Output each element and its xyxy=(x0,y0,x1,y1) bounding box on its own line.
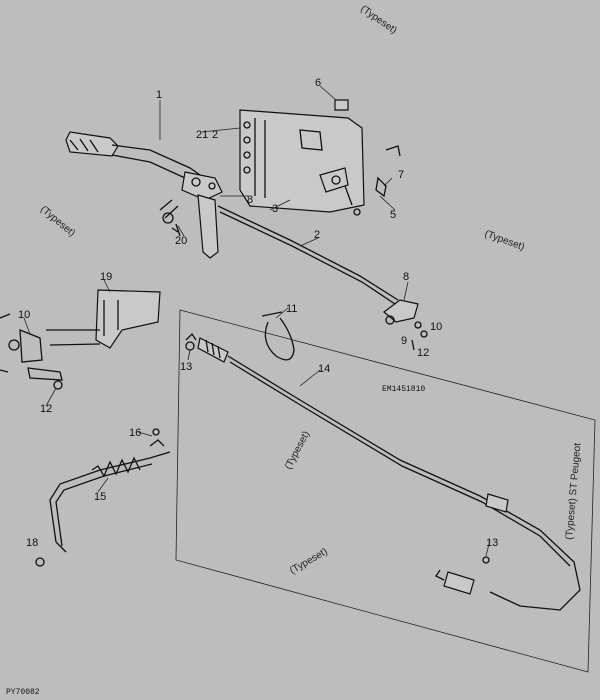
callout-6: 6 xyxy=(315,77,321,89)
callout-8: 8 xyxy=(247,194,253,206)
callout-2: 2 xyxy=(212,129,218,141)
callout-10b: 10 xyxy=(18,309,30,321)
ref-bottom: (Typeset) xyxy=(288,546,330,576)
callout-5: 5 xyxy=(390,209,396,221)
callout-12: 12 xyxy=(417,347,429,359)
callout-7: 7 xyxy=(398,169,404,181)
cable-panel xyxy=(175,309,596,673)
callout-19: 19 xyxy=(100,271,112,283)
callout-9: 9 xyxy=(401,335,407,347)
callout-20: 20 xyxy=(175,235,187,247)
mounting-bracket xyxy=(239,99,401,216)
callout-3: 3 xyxy=(272,203,278,215)
ref-right-upper: (Typeset) xyxy=(483,228,526,253)
footer-code: PY70082 xyxy=(6,688,40,697)
leader-lines xyxy=(23,85,491,557)
part-code-label: EM1451810 xyxy=(382,385,425,394)
brake-cable-upper xyxy=(217,205,428,351)
callout-21: 21 xyxy=(196,129,208,141)
ref-right-side: (Typeset) ST Peugeot xyxy=(564,442,583,540)
release-rod xyxy=(35,428,171,567)
brake-lever-assembly xyxy=(65,131,223,259)
brake-cable-lower xyxy=(185,332,581,611)
callout-8b: 8 xyxy=(403,271,409,283)
callout-12b: 12 xyxy=(40,403,52,415)
callout-11: 11 xyxy=(286,303,297,315)
callout-18: 18 xyxy=(26,537,38,549)
ref-top: (Typeset) xyxy=(358,3,398,36)
callout-13b: 13 xyxy=(486,537,498,549)
callout-1: 1 xyxy=(156,89,162,101)
ref-mid-cable: (Typeset) xyxy=(283,429,312,471)
callout-14: 14 xyxy=(318,363,330,375)
ref-left: (Typeset) xyxy=(38,204,77,239)
left-linkage xyxy=(0,289,161,390)
callout-10: 10 xyxy=(430,321,442,333)
callout-13: 13 xyxy=(180,361,192,373)
callout-16: 16 xyxy=(129,427,141,439)
cable-loop xyxy=(261,311,295,361)
callout-15: 15 xyxy=(94,491,106,503)
callout-2b: 2 xyxy=(314,229,320,241)
